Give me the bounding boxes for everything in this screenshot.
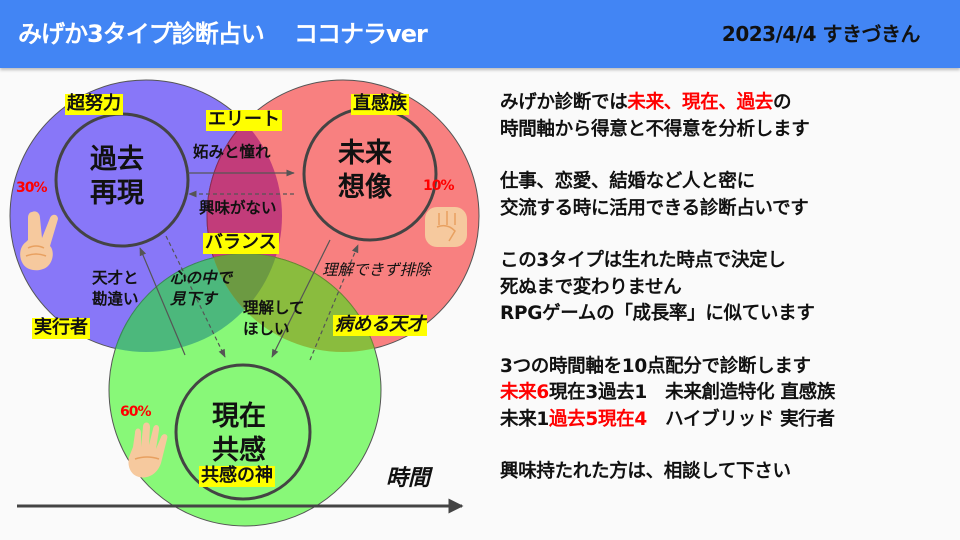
desc-highlight: 未来6 <box>500 382 549 403</box>
arrow-past-to-present <box>165 235 226 358</box>
desc-text: の <box>773 92 792 113</box>
present-inner-circle <box>174 363 312 501</box>
description-text: みげか診断では未来、現在、過去の 時間軸から得意と不得意を分析します 仕事、恋愛… <box>500 90 950 486</box>
relation-look-down-line1: 心の中で <box>170 269 233 287</box>
arrow-future-to-present <box>271 239 331 358</box>
desc-text: 未来1 <box>500 408 549 430</box>
relation-mistake-genius: 天才と 勘違い <box>92 268 139 310</box>
past-label-line1: 過去 <box>90 144 144 175</box>
relation-exclude: 理解できず排除 <box>322 261 431 279</box>
future-label-line2: 想像 <box>338 171 392 203</box>
future-label-line1: 未来 <box>338 138 392 169</box>
desc-p4-line2: 未来6現在3過去1 未来創造特化 直感族 <box>500 380 950 407</box>
desc-p4-line1: 3つの時間軸を10点配分で診断します <box>500 355 811 377</box>
future-inner-label: 未来 想像 <box>338 137 392 205</box>
past-inner-label: 過去 再現 <box>90 143 144 211</box>
tag-executor: 実行者 <box>32 317 90 339</box>
desc-p1-line1: みげか診断では未来、現在、過去の <box>500 90 950 117</box>
tag-intuition-tribe: 直感族 <box>351 93 409 115</box>
past-label-line2: 再現 <box>90 177 144 209</box>
relation-look-down: 心の中で 見下す <box>170 268 232 310</box>
desc-p3-line2: 死ぬまで変わりません <box>500 276 682 298</box>
desc-p2-line2: 交流する時に活用できる診断占いです <box>500 197 809 219</box>
tag-balance: バランス <box>203 232 279 254</box>
page-title: みげか3タイプ診断占い ココナラver <box>18 20 428 48</box>
desc-p4-line3: 未来1過去5現在4 ハイブリッド 実行者 <box>500 407 950 434</box>
relation-mistake-genius-line2: 勘違い <box>92 289 139 308</box>
desc-p3-line1: この3タイプは生れた時点で決定し <box>500 250 786 271</box>
desc-highlight: 未来、現在、過去 <box>627 92 774 113</box>
time-axis-label: 時間 <box>386 466 431 491</box>
desc-text: 現在3過去1 未来創造特化 直感族 <box>548 382 836 403</box>
present-label-line1: 現在 <box>212 401 266 432</box>
tag-sick-genius: 病める天才 <box>333 314 427 336</box>
date-author: 2023/4/4 すきづきん <box>721 22 921 46</box>
relation-mistake-genius-line1: 天才と <box>92 269 139 287</box>
tag-super-effort: 超努力 <box>65 93 123 115</box>
relation-want-understanding: 理解して ほしい <box>243 298 305 340</box>
arrow-present-to-past <box>139 247 186 356</box>
desc-p1-line2: 時間軸から得意と不得意を分析します <box>500 118 810 140</box>
present-inner-label: 現在 共感 <box>212 400 266 468</box>
relation-envy-admiration: 妬みと憧れ <box>193 143 271 161</box>
open-palm-hand-icon <box>128 422 168 478</box>
relation-look-down-line2: 見下す <box>170 289 217 308</box>
relation-want-understanding-line1: 理解して <box>243 299 305 317</box>
desc-p2-line1: 仕事、恋愛、結婚など人と密に <box>500 171 755 192</box>
desc-text: みげか診断では <box>500 92 628 113</box>
desc-text: ハイブリッド 実行者 <box>646 408 835 430</box>
fist-hand-icon <box>425 207 467 247</box>
desc-highlight: 過去5現在4 <box>548 408 647 430</box>
desc-p3-line3: RPGゲームの「成長率」に似ています <box>500 303 815 324</box>
future-percent: 10% <box>423 178 455 194</box>
peace-sign-hand-icon <box>20 211 58 271</box>
header-bar: みげか3タイプ診断占い ココナラver 2023/4/4 すきづきん <box>0 0 960 68</box>
tag-god-of-empathy: 共感の神 <box>199 465 275 487</box>
relation-not-interested: 興味がない <box>199 199 277 217</box>
tag-elite: エリート <box>206 109 282 131</box>
present-label-line2: 共感 <box>212 434 266 466</box>
past-percent: 30% <box>16 180 48 196</box>
relation-want-understanding-line2: ほしい <box>243 319 290 338</box>
present-percent: 60% <box>120 404 152 420</box>
desc-p5-line1: 興味持たれた方は、相談して下さい <box>500 461 791 482</box>
